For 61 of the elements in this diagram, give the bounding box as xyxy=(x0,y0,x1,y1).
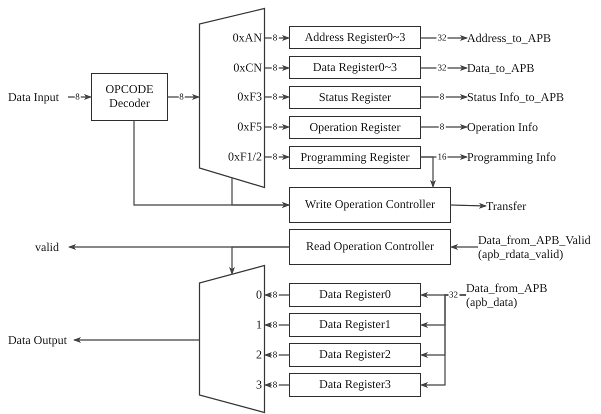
bus-width-label: 8 xyxy=(272,290,278,300)
select-code-label: 0xAN xyxy=(232,30,262,46)
arrow xyxy=(421,156,436,188)
register-box: Data Register3 xyxy=(289,373,421,397)
register-box: Data Register2 xyxy=(289,343,421,367)
input-index-label: 1 xyxy=(256,318,262,332)
register-box: Status Register xyxy=(289,86,421,109)
signal-label: Operation Info xyxy=(467,120,577,134)
register-box: Programming Register xyxy=(289,146,421,169)
bus-width-label: 8 xyxy=(272,92,278,102)
bus-width-label: 32 xyxy=(436,64,448,72)
signal-label: Data Output xyxy=(8,333,74,348)
bus-width-label: 8 xyxy=(438,92,446,102)
signal-label: Data_from_APB (apb_data) xyxy=(466,281,566,310)
bus-width-label: 8 xyxy=(272,34,278,42)
bus-width-label: 32 xyxy=(448,290,459,300)
register-box: Data Register1 xyxy=(289,313,421,337)
bus-width-label: 8 xyxy=(178,92,185,102)
select-code-label: 0xF1/2 xyxy=(228,150,262,164)
arrow xyxy=(450,202,487,209)
input-index-label: 2 xyxy=(256,348,262,362)
bus-width-label: 8 xyxy=(272,380,278,390)
controller-box: Write Operation Controller xyxy=(289,187,451,223)
select-code-label: 0xF5 xyxy=(237,120,262,134)
signal-label: Status Info_to_APB xyxy=(467,90,587,104)
register-box: Operation Register xyxy=(289,116,421,139)
bus-width-label: 32 xyxy=(436,34,448,42)
input-index-label: 0 xyxy=(256,288,262,302)
bus-width-label: 16 xyxy=(436,152,448,162)
signal-label: Transfer xyxy=(486,199,546,214)
signal-label: Programming Info xyxy=(467,150,577,164)
bus-width-label: 8 xyxy=(272,320,278,330)
arrow xyxy=(421,94,468,100)
signal-label: Data_to_APB xyxy=(467,61,577,76)
select-code-label: 0xF3 xyxy=(237,90,262,104)
controller-box: Read Operation Controller xyxy=(289,229,451,265)
signal-label: Address_to_APB xyxy=(467,31,577,46)
arrow xyxy=(73,337,199,343)
bus-width-label: 8 xyxy=(74,92,81,102)
bus-width-label: 8 xyxy=(272,122,278,132)
bus-width-label: 8 xyxy=(272,350,278,360)
arrow xyxy=(420,294,466,388)
decoder-box: OPCODE Decoder xyxy=(91,73,168,121)
signal-label: Data_from_APB_Valid (apb_rdata_valid) xyxy=(478,233,600,262)
arrow xyxy=(450,244,478,250)
arrow xyxy=(229,246,289,275)
arrow xyxy=(421,65,468,71)
register-box: Data Register0 xyxy=(289,283,421,307)
arrow xyxy=(421,124,468,130)
register-box: Address Register0~3 xyxy=(289,26,421,49)
arrow xyxy=(421,35,468,41)
signal-label: Data Input xyxy=(8,90,68,104)
bus-width-label: 8 xyxy=(272,152,278,162)
signal-label: valid xyxy=(35,240,69,254)
arrow xyxy=(168,94,200,100)
register-box: Data Register0~3 xyxy=(289,56,421,79)
bus-width-label: 8 xyxy=(438,122,446,132)
input-index-label: 3 xyxy=(256,378,262,392)
arrow xyxy=(231,178,290,208)
bus-width-label: 8 xyxy=(272,64,278,72)
select-code-label: 0xCN xyxy=(233,60,262,76)
